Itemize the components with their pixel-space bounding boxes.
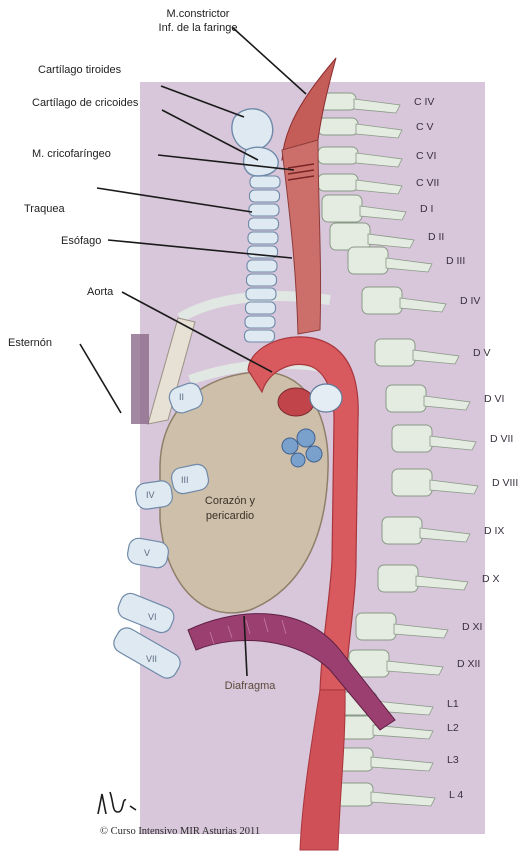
vertebral-body <box>348 247 388 274</box>
vertebral-body <box>322 195 362 222</box>
rib-label: III <box>181 475 189 485</box>
label-corazon-2: pericardio <box>180 509 280 523</box>
vertebra-label: D XII <box>457 658 480 670</box>
vertebral-body <box>330 223 370 250</box>
vertebra-label: D VI <box>484 393 504 405</box>
label-constrictor-2: Inf. de la faringe <box>128 22 268 35</box>
vertebra-label: L1 <box>447 698 459 710</box>
rib-label: VII <box>146 654 157 664</box>
tracheal-ring <box>245 316 275 328</box>
label-esofago: Esófago <box>61 235 101 248</box>
rib-label: VI <box>148 612 157 622</box>
tracheal-ring <box>249 218 279 230</box>
vertebra-label: C VI <box>416 150 436 162</box>
label-corazon-1: Corazón y <box>180 494 280 508</box>
vertebral-body <box>362 287 402 314</box>
vertebra-label: D III <box>446 255 465 267</box>
label-diafragma: Diafragma <box>210 680 290 693</box>
label-cricofaringeo: M. cricofaríngeo <box>32 148 111 161</box>
vertebral-body <box>382 517 422 544</box>
vertebral-body <box>378 565 418 592</box>
tracheal-ring <box>245 330 275 342</box>
signature <box>92 786 152 820</box>
cricoid-cartilage <box>244 147 279 176</box>
vertebra-label: D I <box>420 203 433 215</box>
vertebra-label: D IX <box>484 525 504 537</box>
vertebral-body <box>392 469 432 496</box>
vertebra-label: D X <box>482 573 500 585</box>
tracheal-ring <box>250 176 280 188</box>
vertebral-body <box>318 118 358 135</box>
vertebral-body <box>392 425 432 452</box>
tracheal-ring <box>247 274 277 286</box>
vertebra-label: D II <box>428 231 444 243</box>
tracheal-ring <box>250 190 280 202</box>
vertebra-label: D XI <box>462 621 482 633</box>
vertebral-body <box>318 174 358 191</box>
vertebra-label: D V <box>473 347 491 359</box>
rib-label: II <box>179 392 184 402</box>
label-cricoides: Cartílago de cricoides <box>32 97 138 110</box>
rib-label: IV <box>146 490 155 500</box>
vertebra-label: L 4 <box>449 789 463 801</box>
vertebral-body <box>386 385 426 412</box>
tracheal-ring <box>247 260 277 272</box>
vertebra-label: C IV <box>414 96 434 108</box>
tracheal-ring <box>249 204 279 216</box>
vertebral-body <box>318 147 358 164</box>
tracheal-ring <box>246 288 276 300</box>
rib-label: V <box>144 548 150 558</box>
vertebra-label: D VII <box>490 433 513 445</box>
tracheal-ring <box>246 302 276 314</box>
label-tiroides: Cartílago tiroides <box>38 64 121 77</box>
label-aorta: Aorta <box>87 286 113 299</box>
sternum-marker <box>131 334 149 424</box>
vertebra-label: C VII <box>416 177 439 189</box>
credit-text: © Curso Intensivo MIR Asturias 2011 <box>100 826 260 837</box>
vertebral-body <box>375 339 415 366</box>
vertebral-body <box>356 613 396 640</box>
tracheal-ring <box>248 232 278 244</box>
label-constrictor-1: M.constrictor <box>138 8 258 21</box>
vertebra-label: L3 <box>447 754 459 766</box>
vertebra-label: L2 <box>447 722 459 734</box>
vertebra-label: D IV <box>460 295 480 307</box>
label-esternon: Esternón <box>8 337 52 350</box>
label-traquea: Traquea <box>24 203 65 216</box>
vertebra-label: D VIII <box>492 477 518 489</box>
vertebra-label: C V <box>416 121 434 133</box>
